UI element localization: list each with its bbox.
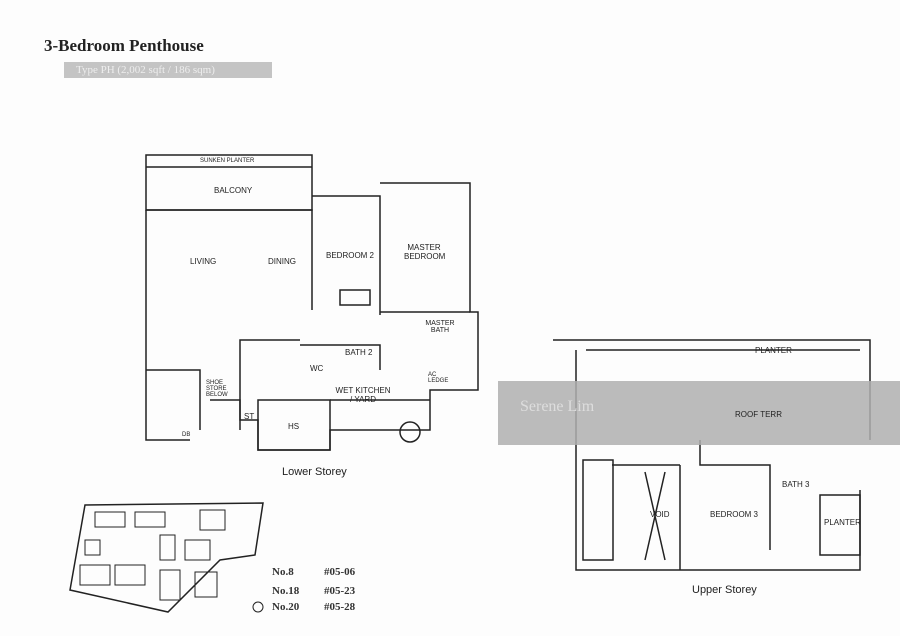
room-label: SHOE STORE BELOW xyxy=(206,380,228,398)
room-label: BEDROOM 2 xyxy=(326,251,375,260)
lower-storey-caption: Lower Storey xyxy=(282,466,347,478)
room-label: DB xyxy=(182,432,191,438)
block-number: No.20 xyxy=(272,601,300,613)
room-label: LIVING xyxy=(190,257,217,266)
room-label: VOID xyxy=(650,510,670,519)
unit-number: #05-28 xyxy=(324,601,356,613)
room-label: SUNKEN PLANTER xyxy=(200,158,255,164)
watermark-text: Serene Lim xyxy=(520,398,595,415)
room-label: BALCONY xyxy=(214,186,253,195)
page-title: 3-Bedroom Penthouse xyxy=(44,36,204,55)
room-label: BATH 3 xyxy=(782,480,810,489)
room-label: HS xyxy=(288,422,300,431)
unit-number: #05-23 xyxy=(324,585,356,597)
room-label: ST xyxy=(244,412,255,421)
watermark-band xyxy=(498,381,900,445)
room-label: PLANTER xyxy=(755,346,792,355)
upper-storey-caption: Upper Storey xyxy=(692,584,757,596)
ac-unit-icon xyxy=(399,421,421,443)
room-label: WET KITCHEN / YARD xyxy=(335,386,391,404)
room-label: AC LEDGE xyxy=(428,372,449,384)
unit-number: #05-06 xyxy=(324,566,356,578)
void-cross xyxy=(644,471,666,561)
unit-size-label: Type PH (2,002 sqft / 186 sqm) xyxy=(64,62,272,78)
staircase-outline xyxy=(582,459,614,561)
site-plan-outline xyxy=(69,502,264,613)
room-label: MASTER BEDROOM xyxy=(404,243,446,261)
room-label: BEDROOM 3 xyxy=(710,510,759,519)
lower-inner-walls xyxy=(146,311,470,430)
wardrobe-outline xyxy=(339,289,371,306)
room-label-roof-terrace: ROOF TERR xyxy=(735,410,782,419)
lower-walls xyxy=(145,182,479,451)
upper-walls xyxy=(553,339,871,571)
block-number: No.18 xyxy=(272,585,300,597)
north-arrow-icon xyxy=(252,601,264,613)
planter-outline xyxy=(819,494,861,556)
household-shelter-outline xyxy=(257,399,331,451)
block-number: No.8 xyxy=(272,566,294,578)
room-label: BATH 2 xyxy=(345,348,373,357)
site-plan-blocks xyxy=(79,509,226,601)
room-label: PLANTER xyxy=(824,518,861,527)
room-label: WC xyxy=(310,364,324,373)
room-label: DINING xyxy=(268,257,296,266)
room-label: MASTER BATH xyxy=(425,320,455,334)
